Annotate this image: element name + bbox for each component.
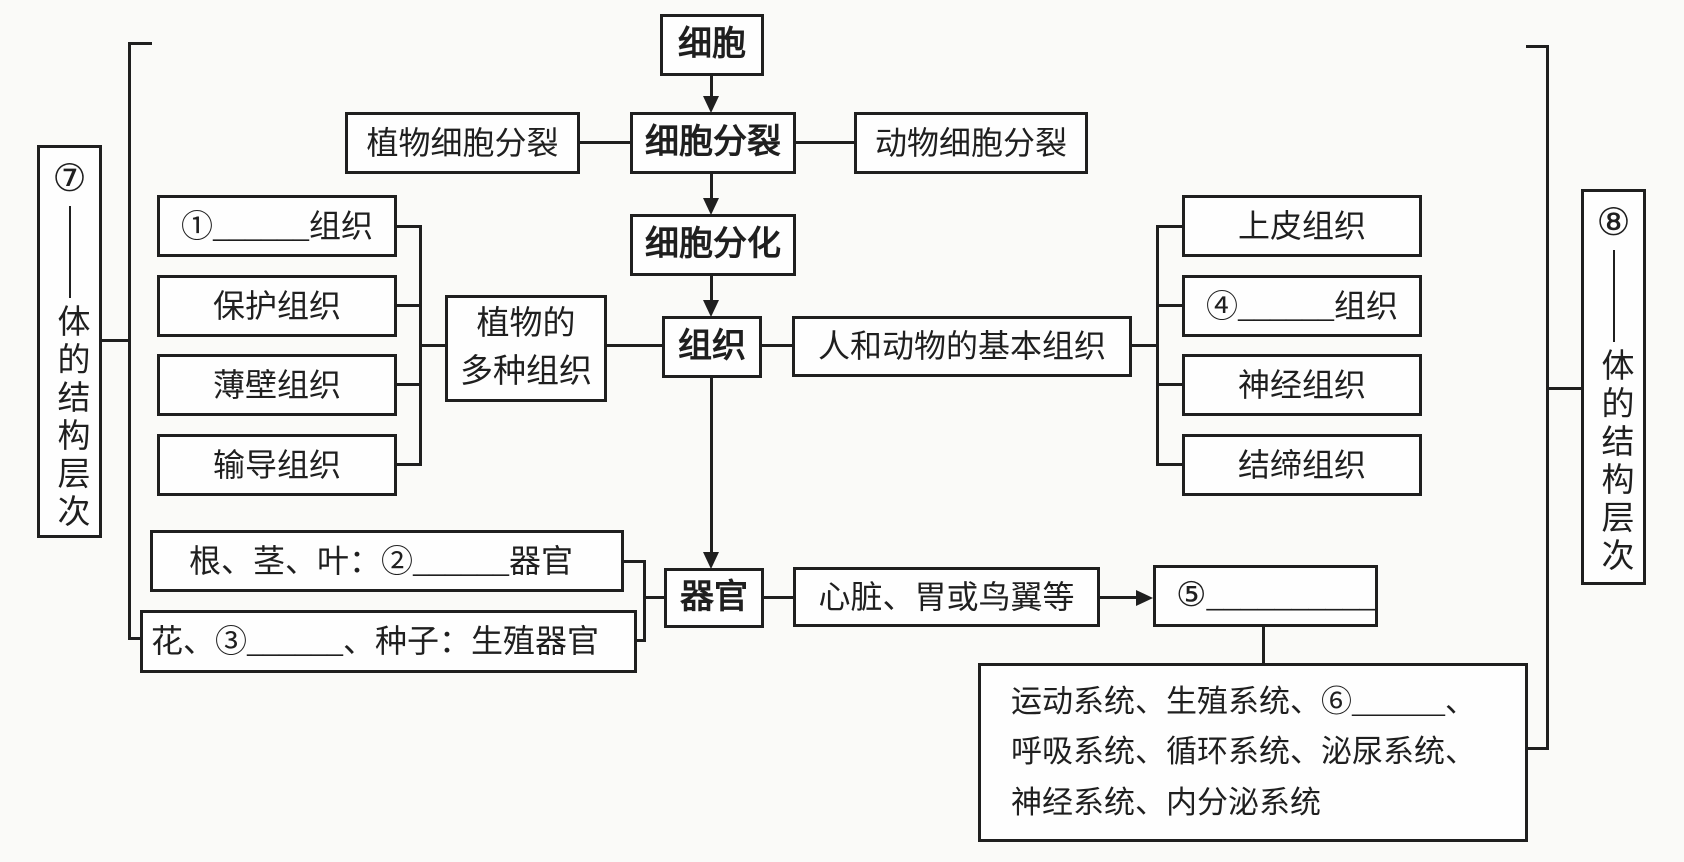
node-conductive-tissue: 输导组织 — [157, 434, 397, 496]
node-plant-tissue-blank-1: ①______组织 — [157, 195, 397, 257]
node-hierarchy-label-7: ⑦ 体的结构层次 — [37, 145, 102, 538]
bracket-tick — [128, 637, 143, 640]
hierarchy-8-blank-line — [1612, 250, 1615, 342]
node-organ: 器官 — [664, 568, 764, 628]
connector-plant-group-to-tissue — [607, 344, 662, 347]
bracket-tick — [397, 225, 422, 228]
node-protective-tissue: 保护组织 — [157, 275, 397, 337]
systems-line-2: 呼吸系统、循环系统、泌尿系统、 — [1011, 734, 1476, 770]
hierarchy-7-label: 体的结构层次 — [52, 304, 88, 532]
node-epithelial-tissue: 上皮组织 — [1182, 195, 1422, 257]
connector-differentiation-to-tissue — [710, 276, 713, 304]
bracket-tick — [1156, 304, 1182, 307]
plant-tissue-group-line2: 多种组织 — [460, 353, 592, 390]
node-plant-tissue-group: 植物的 多种组织 — [445, 295, 607, 402]
hierarchy-8-label: 体的结构层次 — [1596, 348, 1632, 576]
bracket-tick — [397, 383, 422, 386]
bracket-organs — [643, 560, 646, 642]
hierarchy-7-number: ⑦ — [52, 158, 87, 200]
node-organ-examples: 心脏、胃或鸟翼等 — [793, 567, 1100, 627]
connector-cell-to-division — [710, 76, 713, 100]
bracket-tick — [128, 42, 152, 45]
hierarchy-8-number: ⑧ — [1596, 202, 1631, 244]
bracket-tick — [397, 304, 422, 307]
connector-bracket-to-organ — [646, 596, 664, 599]
bracket-right-hierarchy — [1546, 45, 1549, 750]
connector-bracket-to-label-8 — [1546, 387, 1581, 390]
plant-tissue-group-line1: 植物的 — [476, 305, 576, 342]
node-nervous-tissue: 神经组织 — [1182, 354, 1422, 416]
connector-tissue-to-animal-group — [762, 344, 792, 347]
connector-tissue-to-organ — [710, 378, 713, 556]
hierarchy-7-blank-line — [68, 206, 71, 298]
bracket-tick — [1156, 383, 1182, 386]
connector-bracket-to-plant-group — [419, 344, 445, 347]
connector-examples-to-system — [1100, 596, 1140, 599]
connector-system-to-list — [1262, 627, 1265, 663]
systems-line-1: 运动系统、生殖系统、⑥______、 — [1011, 684, 1476, 720]
node-cell-division: 细胞分裂 — [630, 112, 796, 174]
node-system-blank-5: ⑤__________ — [1153, 565, 1378, 627]
connector-animal-division — [796, 141, 854, 144]
node-reproductive-organs: 花、③______、种子：生殖器官 — [140, 610, 637, 673]
connector-animal-group-to-bracket — [1132, 344, 1159, 347]
node-animal-cell-division: 动物细胞分裂 — [854, 112, 1088, 174]
connector-division-to-differentiation — [710, 174, 713, 202]
arrow-down-icon — [703, 198, 719, 215]
bracket-tick — [1156, 463, 1182, 466]
node-connective-tissue: 结缔组织 — [1182, 434, 1422, 496]
node-human-animal-tissue-group: 人和动物的基本组织 — [792, 316, 1132, 377]
connector-bracket-to-label-7 — [102, 339, 131, 342]
node-systems-list: 运动系统、生殖系统、⑥______、 呼吸系统、循环系统、泌尿系统、 神经系统、… — [978, 663, 1528, 842]
arrow-down-icon — [703, 96, 719, 113]
arrow-right-icon — [1136, 590, 1153, 606]
node-plant-cell-division: 植物细胞分裂 — [345, 112, 580, 174]
bracket-animal-tissues — [1156, 225, 1159, 466]
bracket-tick — [397, 463, 422, 466]
bracket-tick — [1156, 225, 1182, 228]
node-cell-differentiation: 细胞分化 — [630, 214, 796, 276]
connector-plant-division — [580, 141, 630, 144]
bracket-tick — [1528, 747, 1549, 750]
arrow-down-icon — [703, 300, 719, 317]
arrow-down-icon — [703, 552, 719, 569]
node-vegetative-organs: 根、茎、叶：②______器官 — [150, 530, 624, 592]
node-cell: 细胞 — [660, 14, 764, 76]
bracket-tick — [1526, 45, 1549, 48]
node-animal-tissue-blank-4: ④______组织 — [1182, 275, 1422, 337]
bracket-tick — [637, 639, 646, 642]
systems-line-3: 神经系统、内分泌系统 — [1011, 784, 1321, 820]
connector-organ-to-examples — [764, 596, 793, 599]
node-parenchyma-tissue: 薄壁组织 — [157, 354, 397, 416]
node-hierarchy-label-8: ⑧ 体的结构层次 — [1581, 189, 1646, 585]
node-tissue: 组织 — [662, 316, 762, 378]
bracket-tick — [624, 560, 646, 563]
